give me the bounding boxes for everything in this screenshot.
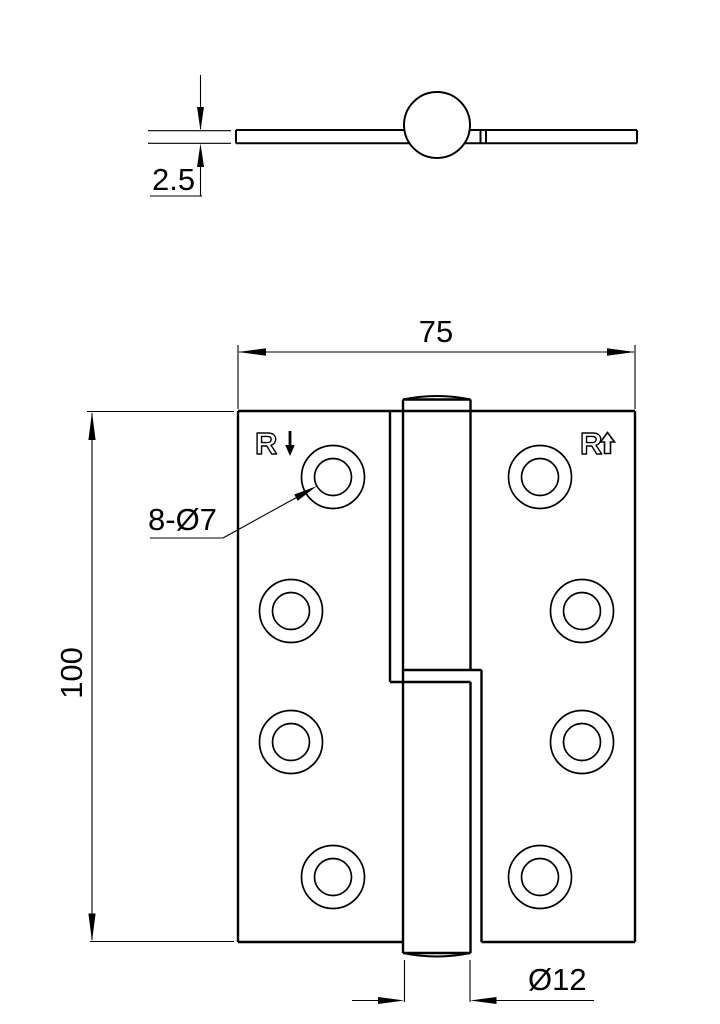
dim-pin-diameter: Ø12 — [352, 960, 594, 1004]
hinge-plate-outline — [236, 409, 637, 944]
pin-diameter-label: Ø12 — [528, 962, 587, 997]
leaf-joint-edges — [479, 130, 487, 144]
left-leaf-letter: R — [255, 426, 277, 461]
pin-barrel — [401, 395, 472, 958]
knuckle-circle — [403, 91, 471, 159]
hole — [258, 578, 324, 644]
top-view: 2.5 — [148, 75, 638, 197]
width-label: 75 — [419, 314, 453, 349]
pin-bottom-cap — [402, 952, 471, 958]
left-leaf-marking: R — [254, 425, 295, 462]
pin-top-cap — [402, 395, 471, 401]
dim-height: 100 — [54, 410, 234, 943]
leaf-junction-edges — [388, 411, 483, 942]
hole — [507, 444, 573, 510]
screw-holes — [258, 444, 615, 910]
hole — [300, 844, 366, 910]
down-arrow-icon — [285, 431, 295, 456]
holes-label: 8-Ø7 — [148, 502, 217, 537]
hole — [258, 709, 324, 775]
right-leaf-marking: R — [579, 425, 617, 462]
up-arrow-icon — [598, 431, 617, 455]
dim-thickness: 2.5 — [148, 75, 231, 197]
hole — [300, 444, 366, 510]
callout-holes: 8-Ø7 — [148, 486, 317, 539]
hole — [549, 709, 615, 775]
dim-width: 75 — [237, 314, 636, 409]
thickness-label: 2.5 — [152, 162, 195, 197]
hole — [507, 844, 573, 910]
hole — [549, 578, 615, 644]
right-leaf-letter: R — [580, 426, 602, 461]
height-label: 100 — [54, 647, 89, 699]
front-view: R R — [236, 395, 637, 958]
